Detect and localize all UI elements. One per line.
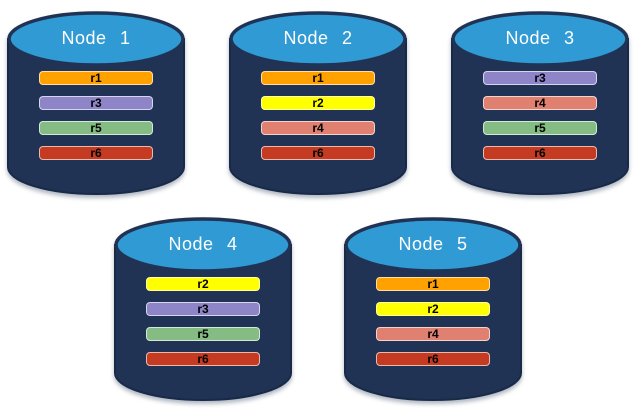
node-title: Node 5	[398, 234, 468, 254]
replica-bar-r2: r2	[376, 302, 490, 316]
replica-bar-r6: r6	[261, 146, 375, 160]
replica-label: r6	[312, 146, 324, 160]
replica-bar-list: r1 r2 r4 r6	[376, 277, 490, 366]
replica-label: r6	[427, 352, 439, 366]
replica-label: r2	[427, 302, 439, 316]
replica-bar-r6: r6	[146, 352, 260, 366]
replica-label: r1	[90, 71, 102, 85]
replica-label: r2	[197, 277, 209, 291]
replica-label: r5	[534, 121, 546, 135]
replica-label: r4	[534, 96, 546, 110]
replica-bar-list: r3 r4 r5 r6	[483, 71, 597, 160]
replica-bar-list: r2 r3 r5 r6	[146, 277, 260, 366]
node-row-bottom: Node 4 r2 r3 r5 r6 Node 5 r1 r2 r4 r6	[0, 214, 636, 404]
replica-bar-r6: r6	[483, 146, 597, 160]
replica-bar-r4: r4	[376, 327, 490, 341]
replica-bar-r1: r1	[39, 71, 153, 85]
replica-label: r4	[427, 327, 439, 341]
replica-bar-list: r1 r2 r4 r6	[261, 71, 375, 160]
replica-label: r6	[197, 352, 209, 366]
replica-bar-r2: r2	[261, 96, 375, 110]
replica-bar-r5: r5	[39, 121, 153, 135]
replica-bar-r3: r3	[483, 71, 597, 85]
replica-label: r1	[312, 71, 324, 85]
node-4: Node 4 r2 r3 r5 r6	[113, 214, 293, 404]
node-title: Node 4	[168, 234, 238, 254]
node-3: Node 3 r3 r4 r5 r6	[450, 8, 630, 198]
replica-bar-r4: r4	[483, 96, 597, 110]
replica-bar-r1: r1	[261, 71, 375, 85]
node-1: Node 1 r1 r3 r5 r6	[6, 8, 186, 198]
replica-label: r5	[197, 327, 209, 341]
replica-label: r6	[90, 146, 102, 160]
replica-bar-r2: r2	[146, 277, 260, 291]
replica-bar-r1: r1	[376, 277, 490, 291]
node-title: Node 1	[61, 28, 131, 48]
replica-bar-r3: r3	[39, 96, 153, 110]
replica-bar-r6: r6	[376, 352, 490, 366]
replica-label: r3	[534, 71, 546, 85]
replica-label: r4	[312, 121, 324, 135]
replica-bar-r5: r5	[146, 327, 260, 341]
node-title: Node 2	[283, 28, 353, 48]
replica-bar-r5: r5	[483, 121, 597, 135]
replica-label: r6	[534, 146, 546, 160]
replica-label: r3	[90, 96, 102, 110]
replica-label: r2	[312, 96, 324, 110]
replica-label: r5	[90, 121, 102, 135]
replica-bar-r3: r3	[146, 302, 260, 316]
node-row-top: Node 1 r1 r3 r5 r6 Node 2 r1 r2 r4 r6 Node 3 r…	[0, 0, 636, 198]
replica-label: r3	[197, 302, 209, 316]
replica-bar-r6: r6	[39, 146, 153, 160]
replica-bar-r4: r4	[261, 121, 375, 135]
replica-bar-list: r1 r3 r5 r6	[39, 71, 153, 160]
replica-label: r1	[427, 277, 439, 291]
node-5: Node 5 r1 r2 r4 r6	[343, 214, 523, 404]
node-title: Node 3	[505, 28, 575, 48]
node-2: Node 2 r1 r2 r4 r6	[228, 8, 408, 198]
